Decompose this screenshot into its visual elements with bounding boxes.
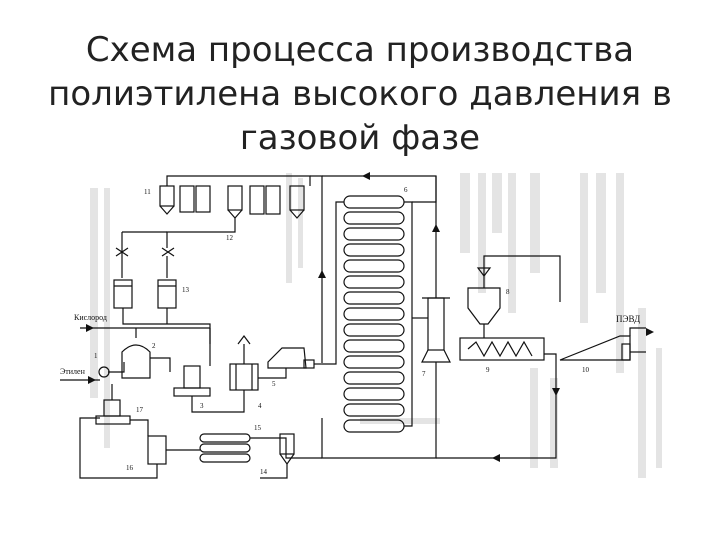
ethylene-label: Этилен — [60, 367, 86, 376]
unit-5-compressor — [258, 347, 322, 379]
unit-10-granulator — [559, 327, 646, 361]
unit-label-12: 12 — [226, 234, 234, 242]
unit-6-reactor — [322, 175, 437, 433]
title-line-3: газовой фазе — [239, 118, 481, 158]
unit-label-4: 4 — [258, 402, 262, 410]
slide-title: Схема процесса производства полиэтилена … — [20, 28, 700, 160]
product-label: ПЭВД — [616, 314, 640, 324]
unit-label-17: 17 — [136, 406, 144, 414]
unit-label-14: 14 — [260, 468, 268, 476]
unit-15-coolers — [199, 433, 322, 463]
unit-11-separators — [159, 185, 211, 215]
unit-14-separator — [260, 433, 295, 479]
unit-4-compressor — [229, 335, 259, 413]
unit-8-hopper — [467, 255, 561, 325]
unit-label-13: 13 — [182, 286, 190, 294]
unit-9-extruder — [459, 324, 557, 422]
unit-3-compressor — [173, 328, 230, 413]
scan-background — [90, 173, 662, 478]
unit-13-receivers — [113, 279, 211, 344]
unit-label-2: 2 — [152, 342, 156, 350]
unit-label-16: 16 — [126, 464, 134, 472]
unit-label-11: 11 — [144, 188, 151, 196]
oxygen-label: Кислород — [74, 313, 107, 322]
unit-label-5: 5 — [272, 380, 276, 388]
unit-label-15: 15 — [254, 424, 262, 432]
unit-2-vessel — [121, 328, 171, 379]
recycle-line — [310, 175, 323, 363]
unit-label-8: 8 — [506, 288, 510, 296]
title-line-2: полиэтилена высокого давления в — [48, 74, 672, 114]
title-line-1: Схема процесса производства — [85, 30, 635, 70]
unit-label-7: 7 — [422, 370, 426, 378]
unit-label-10: 10 — [582, 366, 590, 374]
unit-17-compressor — [95, 384, 149, 436]
process-flow-diagram: Кислород Этилен ПЭВД 1 2 3 4 5 6 7 8 9 1… — [60, 172, 662, 479]
unit-16-receiver — [79, 417, 200, 479]
unit-7-separator — [321, 176, 451, 459]
unit-label-3: 3 — [200, 402, 204, 410]
unit-12-filters — [227, 185, 305, 219]
line-12-to-valves — [166, 218, 236, 248]
valves — [115, 231, 175, 278]
unit-label-1: 1 — [94, 352, 98, 360]
return-line — [436, 422, 557, 459]
flow-arrows — [86, 172, 654, 462]
top-header-pipe — [166, 175, 311, 186]
unit-label-9: 9 — [486, 366, 490, 374]
unit-label-6: 6 — [404, 186, 408, 194]
